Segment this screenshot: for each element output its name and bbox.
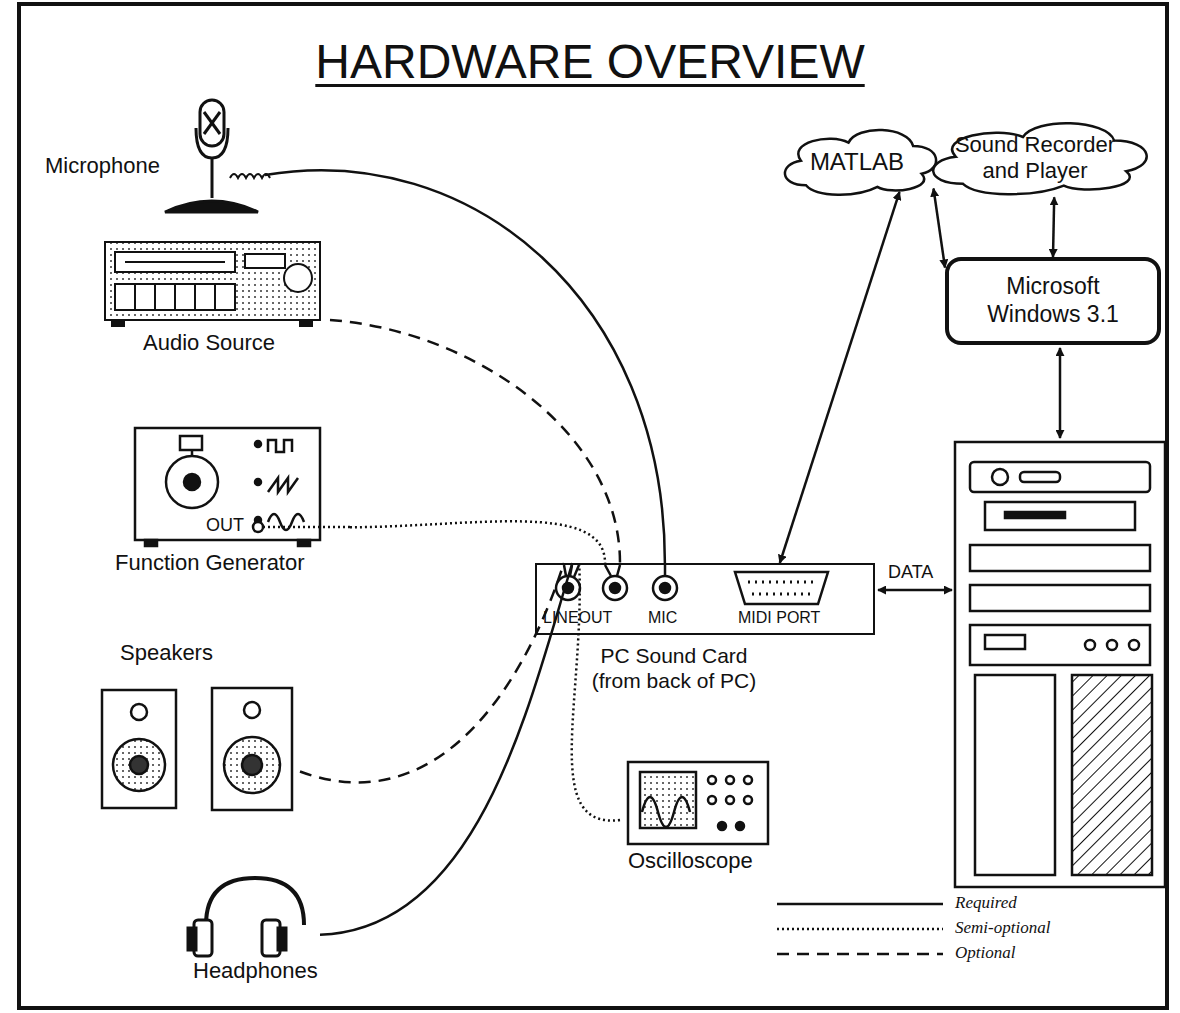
jack-label: LINEOUT <box>543 609 612 627</box>
os-arrow <box>1059 348 1062 438</box>
device: Oscilloscope <box>620 755 795 880</box>
device: Function Generator <box>110 420 350 585</box>
node-label: Oscilloscope <box>628 848 753 874</box>
device: Microphone <box>40 95 265 220</box>
connector <box>300 563 564 782</box>
port-label: MIDI PORT <box>738 609 820 627</box>
computer-tower <box>955 442 1165 887</box>
legend-text: Optional <box>955 943 1015 963</box>
device: Headphones <box>185 875 320 990</box>
legend-text: Semi-optional <box>955 918 1050 938</box>
device: Speakers <box>95 638 300 816</box>
oscilloscope-icon <box>628 762 768 844</box>
os-box: Microsoft Windows 3.1 <box>945 257 1161 345</box>
legend-sample <box>775 893 945 915</box>
connector <box>265 170 665 563</box>
jack-label: MIC <box>648 609 677 627</box>
legend-sample <box>775 918 945 940</box>
cloud-node: Sound Recorder and Player <box>915 110 1155 200</box>
node-label: Speakers <box>120 640 213 666</box>
signal-label: DATA <box>888 562 933 583</box>
node-label: Audio Source <box>143 330 275 356</box>
audio-source-icon <box>105 242 320 326</box>
cloud-node: MATLAB <box>772 118 942 200</box>
port-label: OUT <box>206 515 244 536</box>
cloud-shape <box>785 130 936 195</box>
node-label: PC Sound Card (from back of PC) <box>574 643 774 693</box>
connector <box>780 192 900 563</box>
title: HARDWARE OVERVIEW <box>0 34 1180 89</box>
legend-text: Required <box>955 893 1017 913</box>
node-label: MATLAB <box>797 148 917 177</box>
node-label: Headphones <box>193 958 318 984</box>
node-label: Function Generator <box>115 550 305 576</box>
node-label: Microphone <box>45 153 160 179</box>
speakers-icon <box>102 688 292 810</box>
device: Audio Source <box>100 235 330 360</box>
headphones-icon <box>188 878 304 956</box>
sound-card-jacks <box>556 565 828 604</box>
node-label: Sound Recorder and Player <box>940 132 1130 185</box>
connector <box>350 521 605 563</box>
function-generator-icon <box>135 428 350 546</box>
legend-line <box>777 953 943 956</box>
legend-line <box>777 928 943 931</box>
microphone-icon <box>165 100 270 212</box>
legend-line <box>777 903 943 906</box>
connector <box>1053 197 1054 257</box>
legend-sample <box>775 943 945 965</box>
cloud-shape <box>933 123 1146 194</box>
connector <box>330 320 620 563</box>
connector <box>934 189 946 268</box>
node-label: Microsoft Windows 3.1 <box>960 273 1146 328</box>
data-arrow <box>878 589 952 592</box>
